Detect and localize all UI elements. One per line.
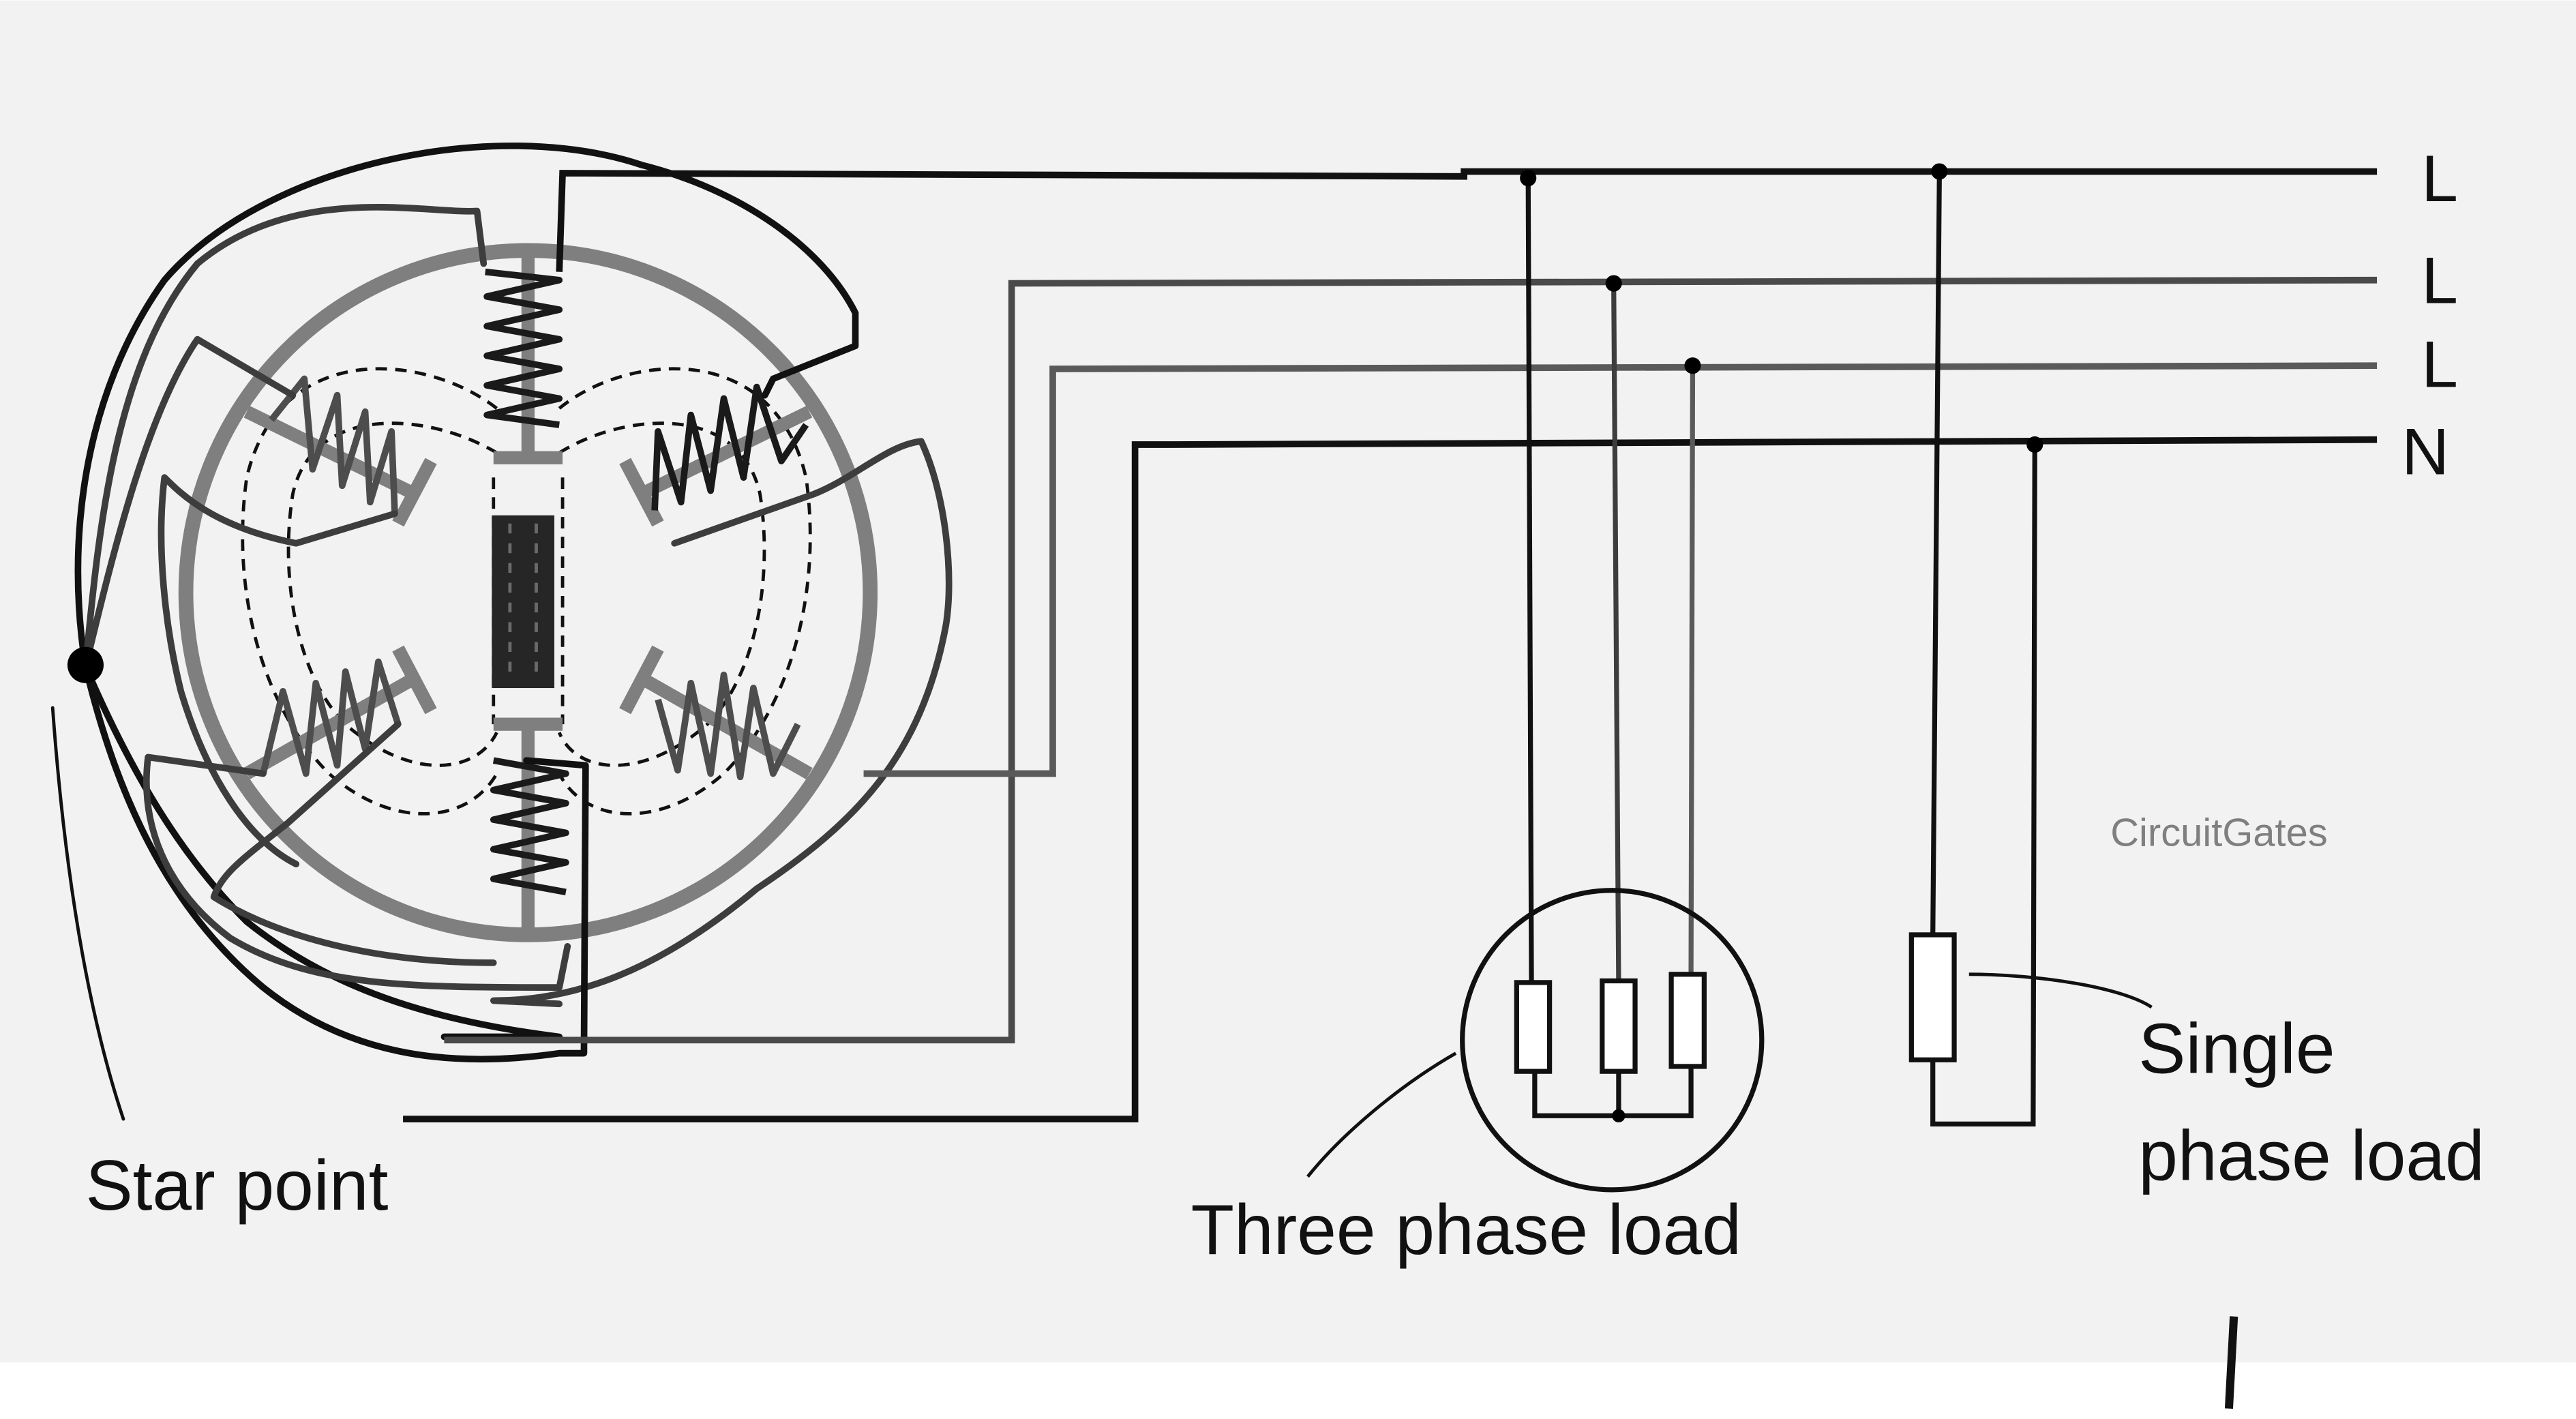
flux-line-right-outer xyxy=(558,367,812,816)
neutral-wire xyxy=(403,436,2378,1122)
single-phase-return-neutral xyxy=(1930,444,2037,1126)
diagram-background xyxy=(0,0,2576,1363)
line-l3-wire xyxy=(863,362,2378,777)
pole-upper-left xyxy=(243,406,437,527)
resistor-three-phase-1 xyxy=(1514,980,1553,1074)
supply-lines xyxy=(403,168,2378,1122)
single-phase-load-label-line1: Single xyxy=(2138,1009,2335,1088)
coil-lower-right xyxy=(655,671,801,781)
line-l1-wire xyxy=(556,168,2378,272)
winding-dark-gray-1 xyxy=(82,204,488,670)
winding-star-tail xyxy=(50,706,125,1121)
stray-mark xyxy=(2224,1316,2238,1409)
winding-left-lower xyxy=(210,721,497,966)
watermark: CircuitGates xyxy=(2110,811,2327,855)
generator xyxy=(50,143,953,1121)
label-l3: L xyxy=(2421,329,2458,402)
star-point-label: Star point xyxy=(85,1146,388,1225)
drop-l3 xyxy=(1688,365,1696,974)
drop-l1 xyxy=(1525,178,1534,983)
winding-loops xyxy=(50,143,953,1121)
flux-line-left-inner xyxy=(286,421,498,767)
junction-l1-three-phase xyxy=(1520,170,1537,187)
single-phase-load xyxy=(1908,163,2153,1126)
coil-upper-left xyxy=(269,375,398,514)
coil-upper-right xyxy=(651,383,809,511)
junction-neutral-single-phase xyxy=(2026,436,2043,453)
label-l2: L xyxy=(2421,245,2458,318)
label-neutral: N xyxy=(2401,415,2449,488)
winding-bottom-loops-3 xyxy=(143,753,571,991)
rotor-flux-marks xyxy=(508,523,538,682)
star-point-node xyxy=(67,646,104,683)
three-phase-drops xyxy=(1525,178,1696,1118)
single-phase-leader-line xyxy=(1968,972,2153,1009)
resistor-single-phase xyxy=(1908,932,1957,1062)
line-labels: L L L N xyxy=(2401,143,2458,488)
coil-bottom xyxy=(490,757,569,895)
winding-bottom-loops-1 xyxy=(82,663,589,1063)
line-l2-wire xyxy=(444,276,2378,1044)
resistor-three-phase-3 xyxy=(1668,972,1707,1069)
junction-l3-three-phase xyxy=(1684,357,1701,374)
three-phase-load-label: Three phase load xyxy=(1191,1190,1741,1269)
junction-l2-three-phase xyxy=(1605,275,1622,292)
three-phase-load-enclosure xyxy=(1460,888,1765,1193)
coils xyxy=(260,268,809,895)
three-phase-leader-line xyxy=(1306,1051,1457,1178)
load-star-node xyxy=(1612,1109,1626,1122)
rotor xyxy=(492,515,555,689)
drop-l2 xyxy=(1611,283,1621,983)
coil-lower-left xyxy=(260,658,402,777)
resistor-three-phase-2 xyxy=(1600,978,1638,1074)
single-phase-load-label-line2: phase load xyxy=(2138,1116,2485,1195)
pole-upper-right xyxy=(619,406,813,527)
junction-l1-single-phase xyxy=(1931,163,1948,180)
winding-bottom-loops-2 xyxy=(82,663,563,1041)
flux-line-right-inner xyxy=(558,421,766,767)
single-phase-drop-line xyxy=(1930,171,1942,935)
winding-outer-black xyxy=(74,143,859,670)
coil-top xyxy=(483,268,563,428)
winding-dark-gray-2 xyxy=(82,335,297,670)
label-l1: L xyxy=(2421,143,2458,215)
winding-right-loop xyxy=(490,438,953,1008)
three-phase-load xyxy=(1306,170,1765,1193)
flux-line-left-outer xyxy=(241,367,498,816)
winding-left-loop xyxy=(158,474,398,868)
